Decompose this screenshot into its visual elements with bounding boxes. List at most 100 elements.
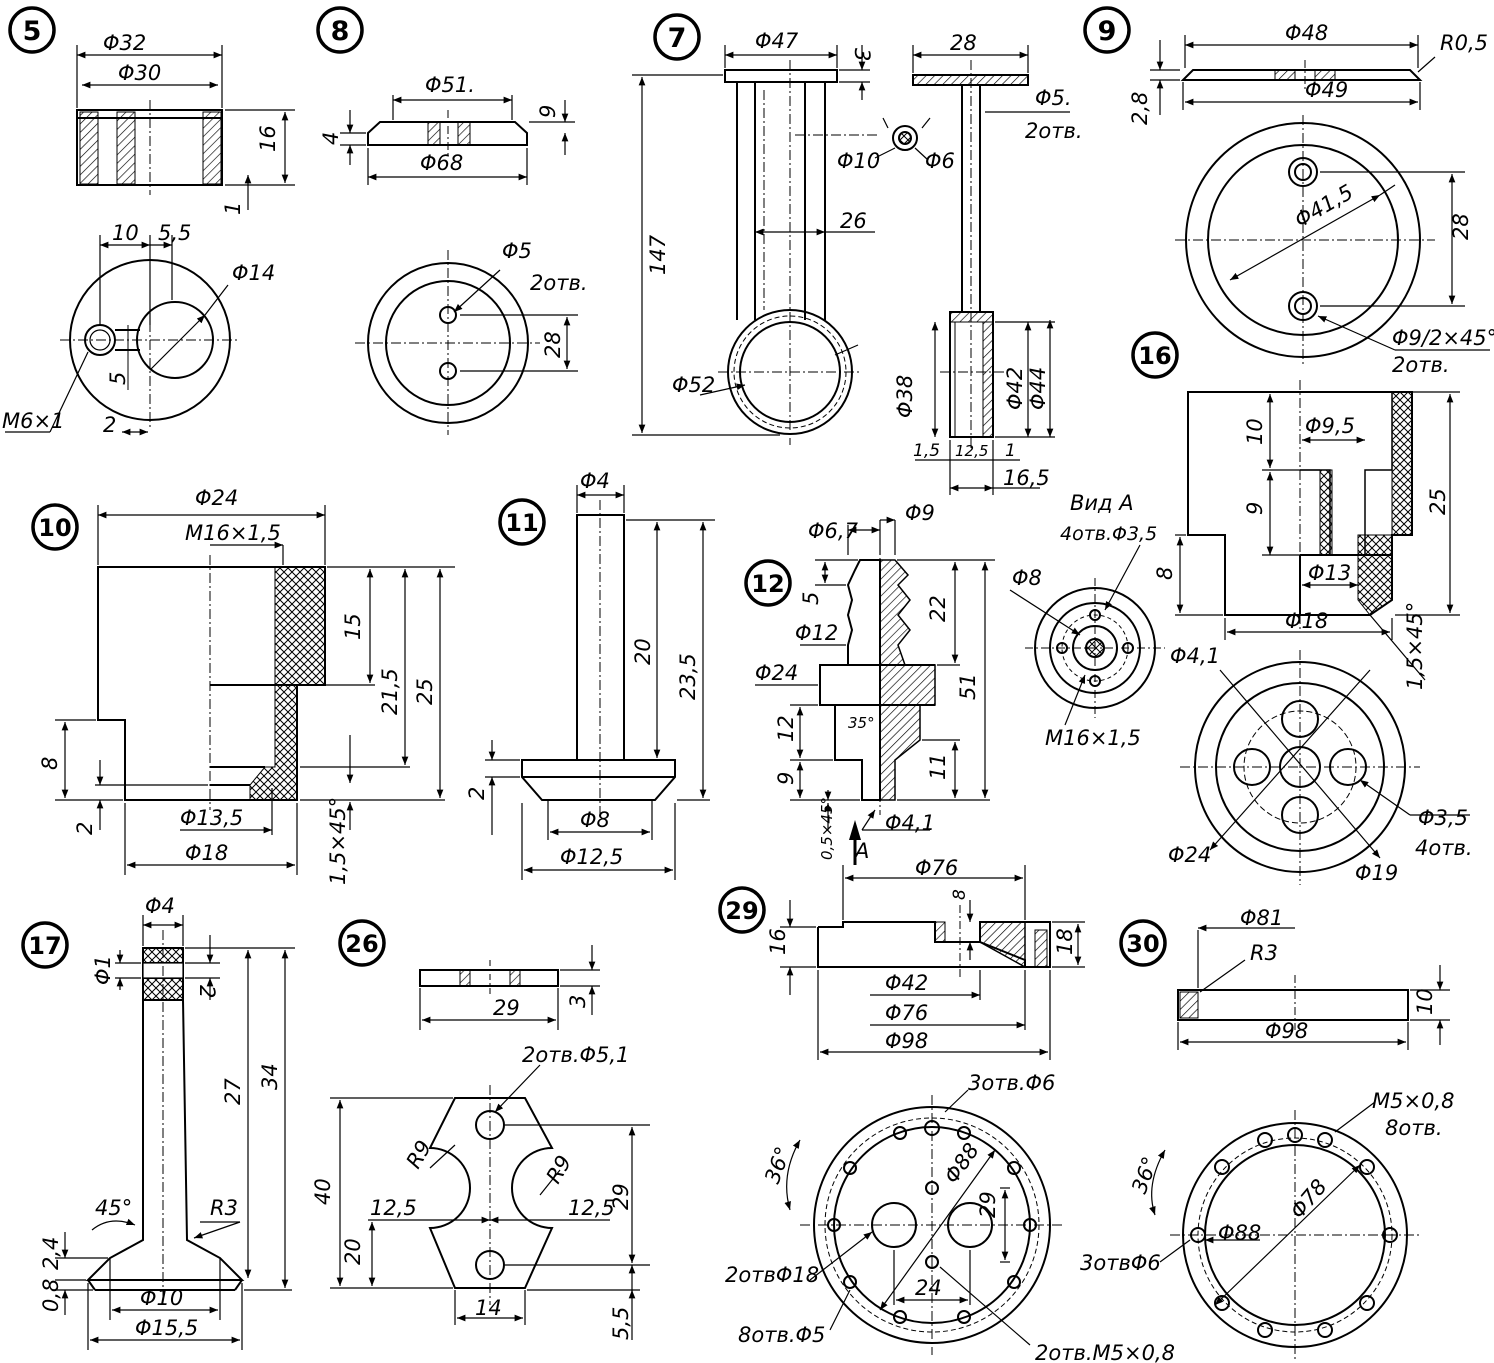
dim-label: Φ30	[118, 61, 161, 85]
dim-label: 8отв.	[1385, 1116, 1443, 1140]
dim-label: 29	[976, 1191, 1000, 1218]
dim-label: R9	[542, 1151, 577, 1187]
svg-text:9: 9	[1098, 16, 1117, 47]
dim-label: M16×1,5	[1045, 726, 1141, 750]
dim-label: 2отвΦ18	[725, 1263, 819, 1287]
dim-label: 12	[774, 715, 798, 742]
dim-label: Φ98	[885, 1029, 928, 1053]
dim-label: 2отв.Φ5,1	[522, 1043, 629, 1067]
dim-label: Φ18	[1285, 609, 1328, 633]
dim-label: Φ1	[91, 955, 115, 985]
part-number-8-badge: 8	[316, 6, 364, 54]
dim-label: Φ44	[1026, 367, 1050, 410]
dim-label: 2,4	[39, 1237, 63, 1270]
dim-label: 1,5×45°	[326, 797, 350, 885]
dim-label: Φ76	[915, 856, 958, 880]
dim-label: Φ38	[893, 375, 917, 418]
dim-label: 40	[311, 1178, 335, 1205]
dim-label: 2	[195, 985, 219, 998]
dim-label: Φ6	[925, 149, 955, 173]
dim-label: 5	[106, 372, 130, 385]
dim-label: 0,8	[39, 1279, 63, 1312]
dim-label: Φ3,5	[1418, 806, 1468, 830]
dim-label: 12,5	[568, 1196, 615, 1220]
dim-label: 22	[926, 595, 950, 622]
svg-text:11: 11	[505, 509, 538, 537]
dim-label: 2	[103, 413, 116, 437]
dim-label: 8отв.Φ5	[738, 1323, 825, 1347]
dim-label: Φ13	[1308, 561, 1351, 585]
part-30	[1149, 924, 1450, 1360]
part-9	[1150, 35, 1490, 365]
dim-label: 147	[646, 234, 670, 275]
svg-text:7: 7	[668, 23, 687, 54]
part-7	[632, 45, 1070, 495]
part-8	[340, 95, 578, 435]
part-12	[755, 516, 1165, 865]
dim-label: Φ98	[1265, 1019, 1308, 1043]
dim-label: Φ52	[672, 373, 715, 397]
dim-label: 5,5	[158, 221, 191, 245]
dim-label: 4отв.Φ3,5	[1060, 523, 1157, 545]
svg-text:12: 12	[751, 570, 784, 598]
dim-label: 2отв.	[530, 271, 588, 295]
dim-label: 29	[493, 996, 520, 1020]
part-number-5-badge: 5	[8, 6, 56, 54]
dim-label: 25	[413, 678, 437, 705]
svg-text:8: 8	[331, 16, 350, 47]
svg-text:10: 10	[38, 514, 71, 542]
dim-label: 3	[566, 995, 590, 1008]
dim-label: Φ9/2×45°	[1392, 326, 1494, 350]
dim-label: 9	[1243, 502, 1267, 515]
dim-label: 15	[341, 613, 365, 640]
dim-label: 18	[1053, 928, 1077, 955]
dim-label: 5,5	[609, 1307, 633, 1340]
dim-label: Φ4	[580, 469, 610, 493]
dim-label: 2	[465, 787, 489, 800]
part-number-26-badge: 26	[338, 919, 386, 967]
dim-label: Φ32	[103, 31, 146, 55]
dim-label: 8	[1153, 567, 1177, 580]
part-number-17-badge: 17	[21, 921, 69, 969]
dim-label: Φ10	[837, 149, 880, 173]
dim-label: 28	[950, 31, 977, 55]
part-16	[1175, 380, 1470, 885]
dim-label: 3	[850, 48, 874, 61]
dim-label: 28	[541, 331, 565, 358]
dim-label: Вид А	[1070, 491, 1134, 515]
dim-label: Φ41,5	[1291, 180, 1358, 232]
dim-label: 28	[1449, 213, 1473, 240]
part-number-7-badge: 7	[653, 13, 701, 61]
dim-label: Φ49	[1305, 78, 1348, 102]
dim-label: R3	[1250, 941, 1278, 965]
part-17	[55, 915, 295, 1350]
dim-label: Φ12,5	[560, 845, 623, 869]
dim-label: 34	[258, 1063, 282, 1090]
dim-label: 0,5×45°	[818, 797, 836, 860]
part-number-10-badge: 10	[31, 503, 79, 551]
part-29	[780, 865, 1085, 1355]
dim-label: Φ24	[195, 486, 238, 510]
part-10	[55, 505, 455, 875]
part-number-12-badge: 12	[744, 559, 792, 607]
part-26	[330, 945, 650, 1340]
dim-label: Φ18	[185, 841, 228, 865]
part-5	[5, 45, 295, 436]
dim-label: 51	[956, 673, 980, 700]
dim-label: Φ5.	[1035, 86, 1072, 110]
dim-label: Φ19	[1355, 861, 1398, 885]
dim-label: Φ14	[232, 261, 275, 285]
dim-label: 1	[1005, 441, 1016, 461]
dim-label: Φ81	[1240, 906, 1283, 930]
dim-label: 12,5	[955, 442, 988, 460]
part-number-30-badge: 30	[1119, 919, 1167, 967]
dim-label: 3отв.Φ6	[968, 1071, 1055, 1095]
svg-text:26: 26	[345, 930, 378, 958]
dim-label: Φ88	[939, 1139, 983, 1188]
dim-label: 10	[1413, 988, 1437, 1015]
part-11	[485, 485, 715, 880]
dim-label: M6×1	[2, 409, 64, 433]
dim-label: Φ76	[885, 1001, 928, 1025]
part-number-9-badge: 9	[1083, 6, 1131, 54]
